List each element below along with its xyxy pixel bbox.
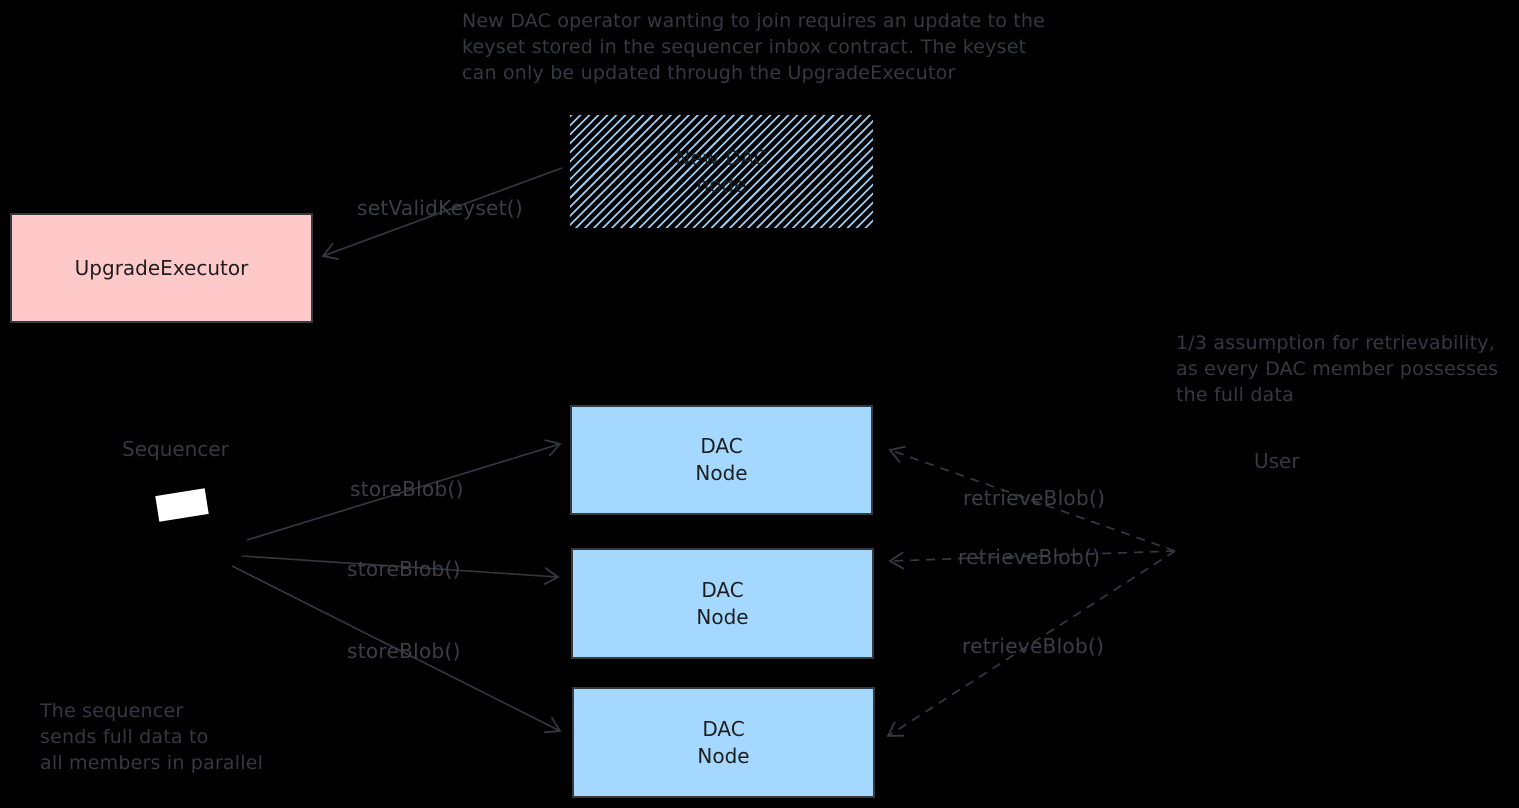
- upgrade-executor-label: UpgradeExecutor: [74, 255, 249, 280]
- dac-node-box-2: DAC Node: [571, 548, 874, 659]
- user-label: User: [1254, 449, 1300, 473]
- note-keyset-update-line1: New DAC operator wanting to join require…: [462, 10, 1046, 32]
- dac-node-1-label-line2: Node: [695, 461, 748, 485]
- dac-node-3-label-line2: Node: [697, 743, 750, 768]
- new-dac-node-label-line2: node: [696, 172, 747, 197]
- note-keyset-update: New DAC operator wanting to join require…: [462, 8, 1045, 86]
- set-valid-keyset-label: setValidKeyset(): [357, 196, 523, 220]
- note-sequencer-parallel-line1: The sequencer: [40, 700, 184, 722]
- sequencer-chip: [155, 488, 209, 522]
- dac-node-1-label-line1: DAC: [700, 434, 743, 458]
- note-keyset-update-line3: can only be updated through the UpgradeE…: [462, 62, 956, 84]
- store-blob-label-3: storeBlob(): [347, 639, 461, 663]
- note-assumption-line3: the full data: [1176, 384, 1294, 406]
- note-sequencer-parallel-line3: all members in parallel: [40, 752, 264, 774]
- note-sequencer-parallel: The sequencer sends full data to all mem…: [40, 698, 263, 776]
- upgrade-executor-box: UpgradeExecutor: [10, 213, 313, 323]
- retrieve-blob-label-2: retrieveBlob(): [958, 545, 1101, 569]
- dac-node-box-3: DAC Node: [572, 687, 875, 798]
- dac-node-2-label-line2: Node: [696, 604, 749, 629]
- note-assumption-line1: 1/3 assumption for retrievability,: [1176, 332, 1495, 354]
- retrieve-blob-label-1: retrieveBlob(): [963, 486, 1106, 510]
- dac-node-2-label-line1: DAC: [701, 577, 744, 602]
- sequencer-label: Sequencer: [122, 437, 229, 461]
- note-keyset-update-line2: keyset stored in the sequencer inbox con…: [462, 36, 1027, 58]
- note-assumption-line2: as every DAC member possesses: [1176, 358, 1499, 380]
- dac-node-box-1: DAC Node: [570, 405, 873, 515]
- store-blob-label-1: storeBlob(): [350, 477, 464, 501]
- new-dac-node-box: New DAC node: [570, 115, 873, 228]
- store-blob-label-2: storeBlob(): [347, 557, 461, 581]
- new-dac-node-label-line1: New DAC: [675, 145, 768, 170]
- dac-node-3-label-line1: DAC: [702, 716, 745, 741]
- note-assumption: 1/3 assumption for retrievability, as ev…: [1176, 330, 1498, 408]
- note-sequencer-parallel-line2: sends full data to: [40, 726, 209, 748]
- retrieve-blob-label-3: retrieveBlob(): [962, 634, 1105, 658]
